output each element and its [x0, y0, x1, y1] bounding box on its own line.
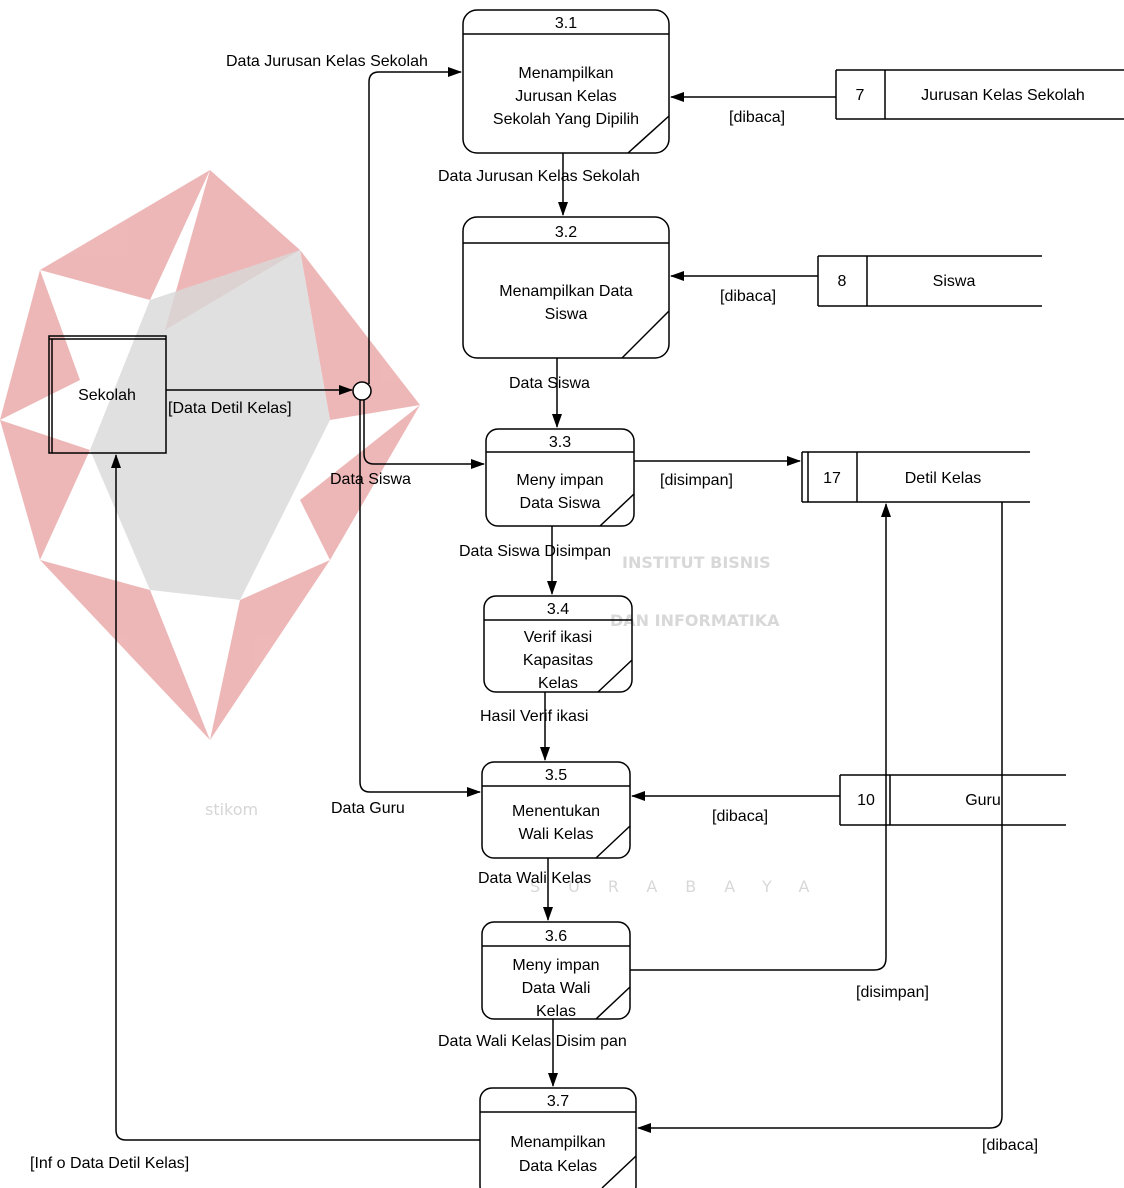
flow-dibaca-37[interactable]: [dibaca] [637, 502, 1038, 1154]
process-id: 3.1 [555, 15, 577, 32]
external-entity-label: Sekolah [78, 387, 136, 404]
process-label-line: Data Siswa [520, 495, 601, 512]
watermark-logo [0, 170, 420, 740]
process-label-line: Kapasitas [523, 652, 593, 669]
flow-label: Data Jurusan Kelas Sekolah [226, 53, 428, 70]
process-label-line: Data Kelas [519, 1158, 597, 1175]
flow-disimpan-17[interactable]: [disimpan] [634, 456, 801, 489]
data-store-name: Siswa [933, 273, 976, 290]
flow-data-jurusan-in[interactable]: Data Jurusan Kelas Sekolah [226, 53, 462, 384]
flow-label: Data Siswa [509, 375, 590, 392]
data-store-name: Jurusan Kelas Sekolah [921, 87, 1085, 104]
process-label-line: Sekolah Yang Dipilih [493, 111, 639, 128]
process-label-line: Menampilkan Data [499, 283, 633, 300]
flow-label: Data Siswa [330, 471, 411, 488]
watermark-logo-gray [90, 250, 330, 600]
data-store-10[interactable]: 10 Guru [839, 774, 1066, 826]
process-id: 3.3 [549, 434, 571, 451]
process-id: 3.6 [545, 928, 567, 945]
flow-dibaca-7[interactable]: [dibaca] [670, 92, 836, 126]
data-store-id: 17 [823, 470, 841, 487]
data-store-name: Detil Kelas [905, 470, 981, 487]
process-3-2[interactable]: 3.2 Menampilkan Data Siswa [462, 216, 670, 359]
process-label-line: Verif ikasi [524, 629, 592, 646]
flow-data-wali-kelas-disimpan[interactable]: Data Wali Kelas Disim pan [438, 1019, 627, 1087]
process-3-6[interactable]: 3.6 Meny impan Data Wali Kelas [481, 921, 631, 1020]
external-entity-sekolah[interactable]: Sekolah [48, 335, 167, 454]
watermark-brand: stikom [205, 800, 258, 819]
flow-label: Data Jurusan Kelas Sekolah [438, 168, 640, 185]
flow-label: [dibaca] [720, 288, 776, 305]
flow-label: [dibaca] [982, 1137, 1038, 1154]
flow-label: [Inf o Data Detil Kelas] [30, 1155, 189, 1172]
flow-hasil-verifikasi[interactable]: Hasil Verif ikasi [480, 692, 588, 761]
process-id: 3.7 [547, 1093, 569, 1110]
data-store-17[interactable]: 17 Detil Kelas [801, 451, 1030, 503]
process-label-line: Data Wali [522, 980, 591, 997]
process-3-5[interactable]: 3.5 Menentukan Wali Kelas [481, 761, 631, 859]
watermark-city: SURABAYA [530, 877, 837, 896]
process-label-line: Menampilkan [510, 1134, 605, 1151]
data-store-id: 7 [856, 87, 865, 104]
flow-dibaca-8[interactable]: [dibaca] [670, 271, 818, 305]
process-id: 3.2 [555, 224, 577, 241]
process-id: 3.4 [547, 601, 569, 618]
process-label-line: Menampilkan [518, 65, 613, 82]
flow-label: Data Wali Kelas [478, 870, 591, 887]
process-label-line: Jurusan Kelas [515, 88, 616, 105]
process-id: 3.5 [545, 767, 567, 784]
flow-label: [disimpan] [856, 984, 929, 1001]
process-label-line: Kelas [536, 1003, 576, 1020]
flow-data-wali-kelas[interactable]: Data Wali Kelas [478, 858, 591, 921]
watermark-line1: INSTITUT BISNIS [622, 553, 771, 572]
flow-label: Data Guru [331, 800, 405, 817]
flow-dibaca-10[interactable]: [dibaca] [631, 791, 840, 825]
process-label-line: Kelas [538, 675, 578, 692]
flow-data-jurusan-out[interactable]: Data Jurusan Kelas Sekolah [438, 153, 640, 216]
flow-label: Hasil Verif ikasi [480, 708, 588, 725]
flow-junction [352, 381, 372, 401]
data-store-id: 10 [857, 792, 875, 809]
watermark: INSTITUT BISNIS DAN INFORMATIKA stikom S… [0, 170, 837, 896]
process-3-4[interactable]: 3.4 Verif ikasi Kapasitas Kelas [483, 595, 633, 693]
data-store-name: Guru [965, 792, 1001, 809]
flow-label: [Data Detil Kelas] [168, 400, 292, 417]
flow-data-siswa-in[interactable]: Data Siswa [330, 400, 485, 488]
flow-label: Data Wali Kelas Disim pan [438, 1033, 627, 1050]
process-label-line: Menentukan [512, 803, 600, 820]
process-3-3[interactable]: 3.3 Meny impan Data Siswa [485, 428, 635, 527]
process-3-7[interactable]: 3.7 Menampilkan Data Kelas [479, 1087, 637, 1188]
flow-label: [dibaca] [729, 109, 785, 126]
flow-data-siswa-disimpan[interactable]: Data Siswa Disimpan [459, 526, 611, 595]
process-3-1[interactable]: 3.1 Menampilkan Jurusan Kelas Sekolah Ya… [462, 9, 670, 154]
process-label-line: Wali Kelas [519, 826, 594, 843]
flow-label: [dibaca] [712, 808, 768, 825]
flow-data-detil-kelas[interactable]: [Data Detil Kelas] [166, 385, 353, 417]
flow-info-data-detil-kelas[interactable]: [Inf o Data Detil Kelas] [30, 454, 480, 1172]
process-label-line: Siswa [545, 306, 588, 323]
process-label-line: Meny impan [512, 957, 599, 974]
flow-label: [disimpan] [660, 472, 733, 489]
flow-label: Data Siswa Disimpan [459, 543, 611, 560]
flow-data-siswa-32[interactable]: Data Siswa [509, 358, 590, 428]
data-store-8[interactable]: 8 Siswa [817, 255, 1042, 307]
flow-data-guru[interactable]: Data Guru [331, 400, 481, 817]
data-store-id: 8 [838, 273, 847, 290]
data-store-7[interactable]: 7 Jurusan Kelas Sekolah [835, 69, 1124, 120]
watermark-line2: DAN INFORMATIKA [610, 611, 780, 630]
flow-disimpan-36[interactable]: [disimpan] [630, 503, 929, 1001]
process-label-line: Meny impan [516, 472, 603, 489]
